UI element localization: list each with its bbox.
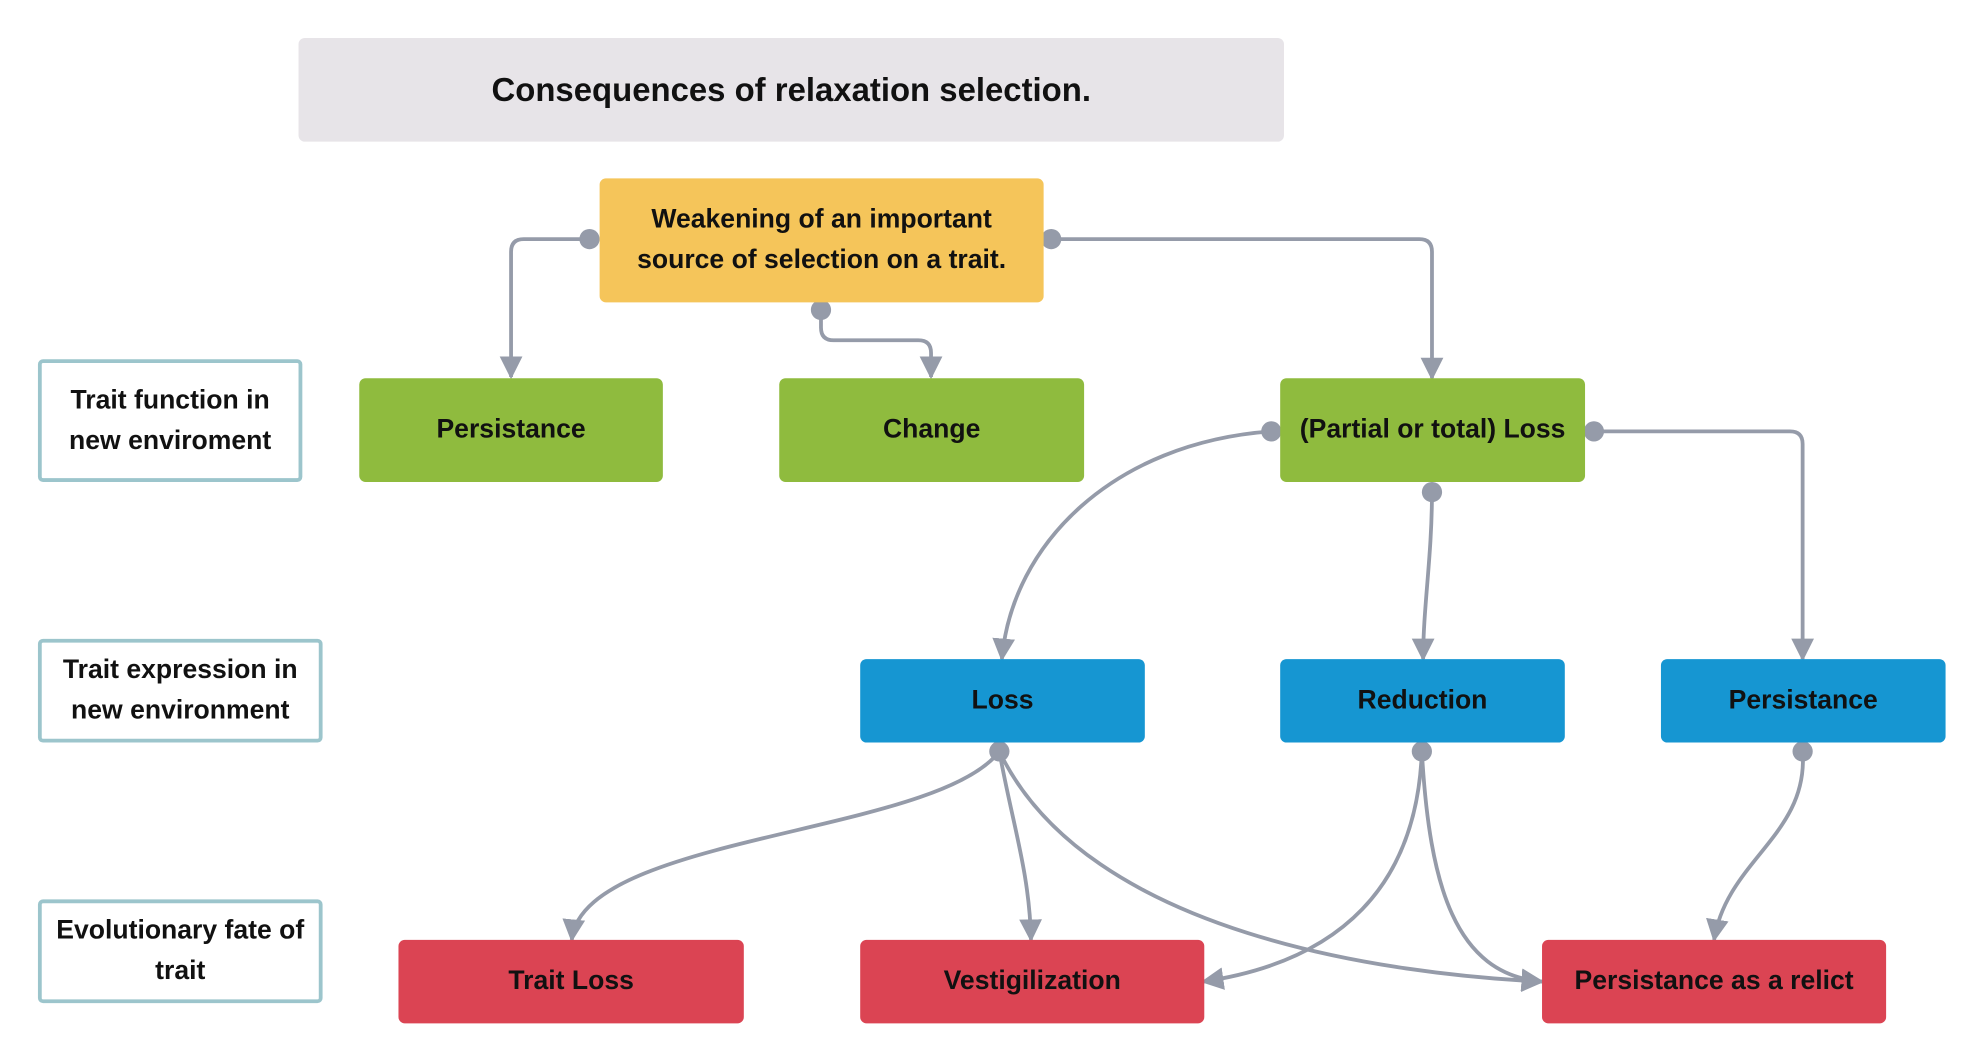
- edge-reduction-relict: [1419, 751, 1545, 992]
- connector-dot: [1261, 421, 1282, 442]
- row-label-function: Trait function in new enviroment: [37, 359, 303, 482]
- edge-loss-exprpersistance: [1593, 429, 1815, 662]
- connector-dot: [1421, 481, 1443, 503]
- connector-dot: [1411, 741, 1432, 762]
- row-label-fate: Evolutionary fate of trait: [37, 899, 323, 1004]
- connector-dot: [579, 228, 600, 250]
- edge-reduction-vestigilization: [1200, 751, 1424, 990]
- edge-root-change: [819, 309, 943, 380]
- node-expr-loss: Loss: [860, 659, 1145, 743]
- edge-root-loss: [1051, 237, 1444, 381]
- edge-exprloss-traitloss: [562, 750, 1001, 943]
- edge-exprloss-vestigilization: [997, 751, 1042, 943]
- edge-loss-exprloss: [992, 429, 1272, 662]
- node-fate-vestigilization: Vestigilization: [860, 939, 1205, 1024]
- node-root: Weakening of an important source of sele…: [599, 178, 1044, 303]
- connector-dot: [1041, 228, 1062, 250]
- row-label-expression: Trait expression in new environment: [37, 638, 323, 743]
- connector-dot: [1583, 421, 1605, 442]
- connector-dot: [810, 299, 832, 321]
- node-expr-persistance: Persistance: [1660, 659, 1946, 743]
- edge-loss-reduction: [1411, 492, 1435, 662]
- node-persistance: Persistance: [359, 378, 663, 482]
- edge-exprpersistance-relict: [1706, 751, 1805, 943]
- node-change: Change: [779, 378, 1085, 482]
- connector-dot: [1792, 741, 1813, 762]
- node-expr-reduction: Reduction: [1280, 659, 1565, 743]
- edge-exprloss-relict: [997, 750, 1545, 992]
- node-loss-partial: (Partial or total) Loss: [1280, 378, 1586, 482]
- diagram-title: Consequences of relaxation selection.: [298, 37, 1284, 142]
- node-fate-relict: Persistance as a relict: [1542, 939, 1887, 1024]
- node-fate-trait-loss: Trait Loss: [398, 939, 744, 1024]
- connector-dot: [989, 741, 1010, 762]
- edge-root-persistance: [499, 237, 590, 380]
